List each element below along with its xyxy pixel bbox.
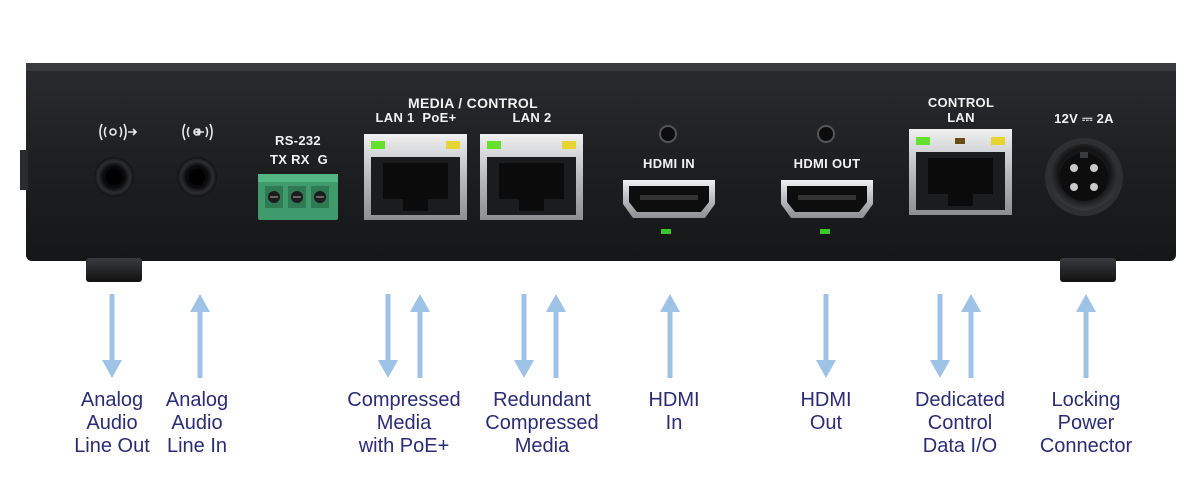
lan-label: LAN	[947, 110, 975, 125]
callout-line: Line Out	[74, 435, 150, 457]
foot-right	[1060, 258, 1116, 282]
callout-line: Power	[1057, 412, 1115, 434]
callout-line: Data I/O	[922, 435, 998, 457]
callout-line: Analog	[165, 389, 229, 411]
callout-line: Media	[376, 412, 432, 434]
callout-line: with PoE+	[358, 435, 450, 457]
arrow-up	[1076, 294, 1096, 378]
locking-power-connector	[1045, 138, 1123, 216]
arrow-up	[190, 294, 210, 378]
callout-analog-in: Analog Audio Line In	[142, 389, 252, 458]
arrow-down	[102, 294, 122, 378]
control-label: CONTROL	[927, 95, 995, 110]
callout-line: Redundant	[493, 389, 591, 411]
arrow-down	[378, 294, 398, 378]
callout-analog-out: Analog Audio Line Out	[52, 389, 172, 458]
callout-redundant-media: Redundant Compressed Media	[470, 389, 614, 458]
arrow-group	[102, 294, 1096, 378]
hdmi-in-led	[661, 229, 671, 234]
lan2-port	[480, 134, 583, 220]
callout-line: Audio	[86, 412, 138, 434]
arrow-up	[660, 294, 680, 378]
lan1-poe-label: LAN 1 PoE+	[375, 110, 457, 125]
audio-in-icon	[182, 123, 213, 141]
arrow-up	[410, 294, 430, 378]
lan1-port	[364, 134, 467, 220]
media-control-label: MEDIA / CONTROL	[408, 95, 538, 111]
arrow-up	[546, 294, 566, 378]
rs232-pins-label: TX RX G	[269, 152, 329, 167]
callout-line: In	[665, 412, 683, 434]
chassis-top-lip	[26, 63, 1176, 71]
callout-line: HDMI	[800, 389, 852, 411]
rs232-label: RS-232	[275, 133, 321, 148]
callout-line: Audio	[171, 412, 223, 434]
arrow-up	[961, 294, 981, 378]
callout-power: Locking Power Connector	[1024, 389, 1148, 458]
foot-left	[86, 258, 142, 282]
callout-line: Control	[927, 412, 993, 434]
callout-compressed-media: Compressed Media with PoE+	[336, 389, 472, 458]
callout-line: Dedicated	[914, 389, 1006, 411]
hdmi-out-led	[820, 229, 830, 234]
arrow-down	[514, 294, 534, 378]
arrow-down	[930, 294, 950, 378]
callout-line: Compressed	[347, 389, 461, 411]
hdmi-in-screw-hole	[659, 125, 677, 143]
callout-line: Compressed	[485, 412, 599, 434]
control-lan-port	[909, 129, 1012, 215]
callout-line: Locking	[1051, 389, 1121, 411]
callout-line: HDMI	[648, 389, 700, 411]
callout-line: Analog	[80, 389, 144, 411]
audio-out-icon	[99, 123, 138, 141]
callout-line: Line In	[166, 435, 228, 457]
callout-control-data: Dedicated Control Data I/O	[896, 389, 1024, 458]
callout-line: Connector	[1039, 435, 1133, 457]
callout-hdmi-out: HDMI Out	[776, 389, 876, 435]
callout-line: Media	[514, 435, 570, 457]
hdmi-in-port	[623, 180, 715, 218]
hdmi-out-port	[781, 180, 873, 218]
arrow-down	[816, 294, 836, 378]
hdmi-in-label: HDMI IN	[643, 156, 695, 171]
callout-line: Out	[809, 412, 843, 434]
hdmi-out-screw-hole	[817, 125, 835, 143]
rs232-terminal-block	[258, 174, 338, 220]
lan2-label: LAN 2	[512, 110, 552, 125]
hdmi-out-label: HDMI OUT	[793, 156, 861, 171]
power-spec-label: 12V ⎓ 2A	[1054, 111, 1114, 126]
callout-hdmi-in: HDMI In	[624, 389, 724, 435]
chassis-side	[20, 150, 28, 190]
